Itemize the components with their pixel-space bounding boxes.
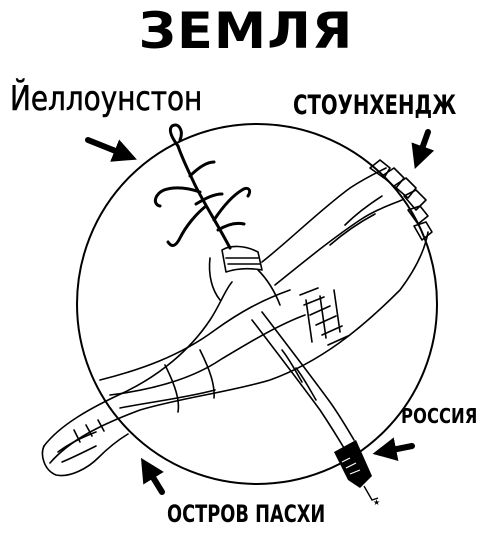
label-easter-island: ОСТРОВ ПАСХИ <box>167 500 326 528</box>
label-yellowstone: Йеллоунстон <box>10 79 203 119</box>
arrow-stonehenge <box>411 129 435 170</box>
sketch-figure <box>41 159 433 477</box>
earth-circle <box>76 123 438 485</box>
arrows <box>85 129 435 495</box>
yellowstone-sprout <box>153 123 252 250</box>
arrow-yellowstone <box>85 137 137 162</box>
label-russia: РОССИЯ <box>401 404 478 428</box>
title: ЗЕМЛЯ <box>138 2 354 60</box>
svg-text:★: ★ <box>373 498 380 507</box>
arrow-easter-island <box>140 457 165 495</box>
arrow-russia <box>372 437 415 461</box>
label-stonehenge: СТОУНХЕНДЖ <box>293 90 457 121</box>
russia-tip: ★ <box>334 440 380 507</box>
